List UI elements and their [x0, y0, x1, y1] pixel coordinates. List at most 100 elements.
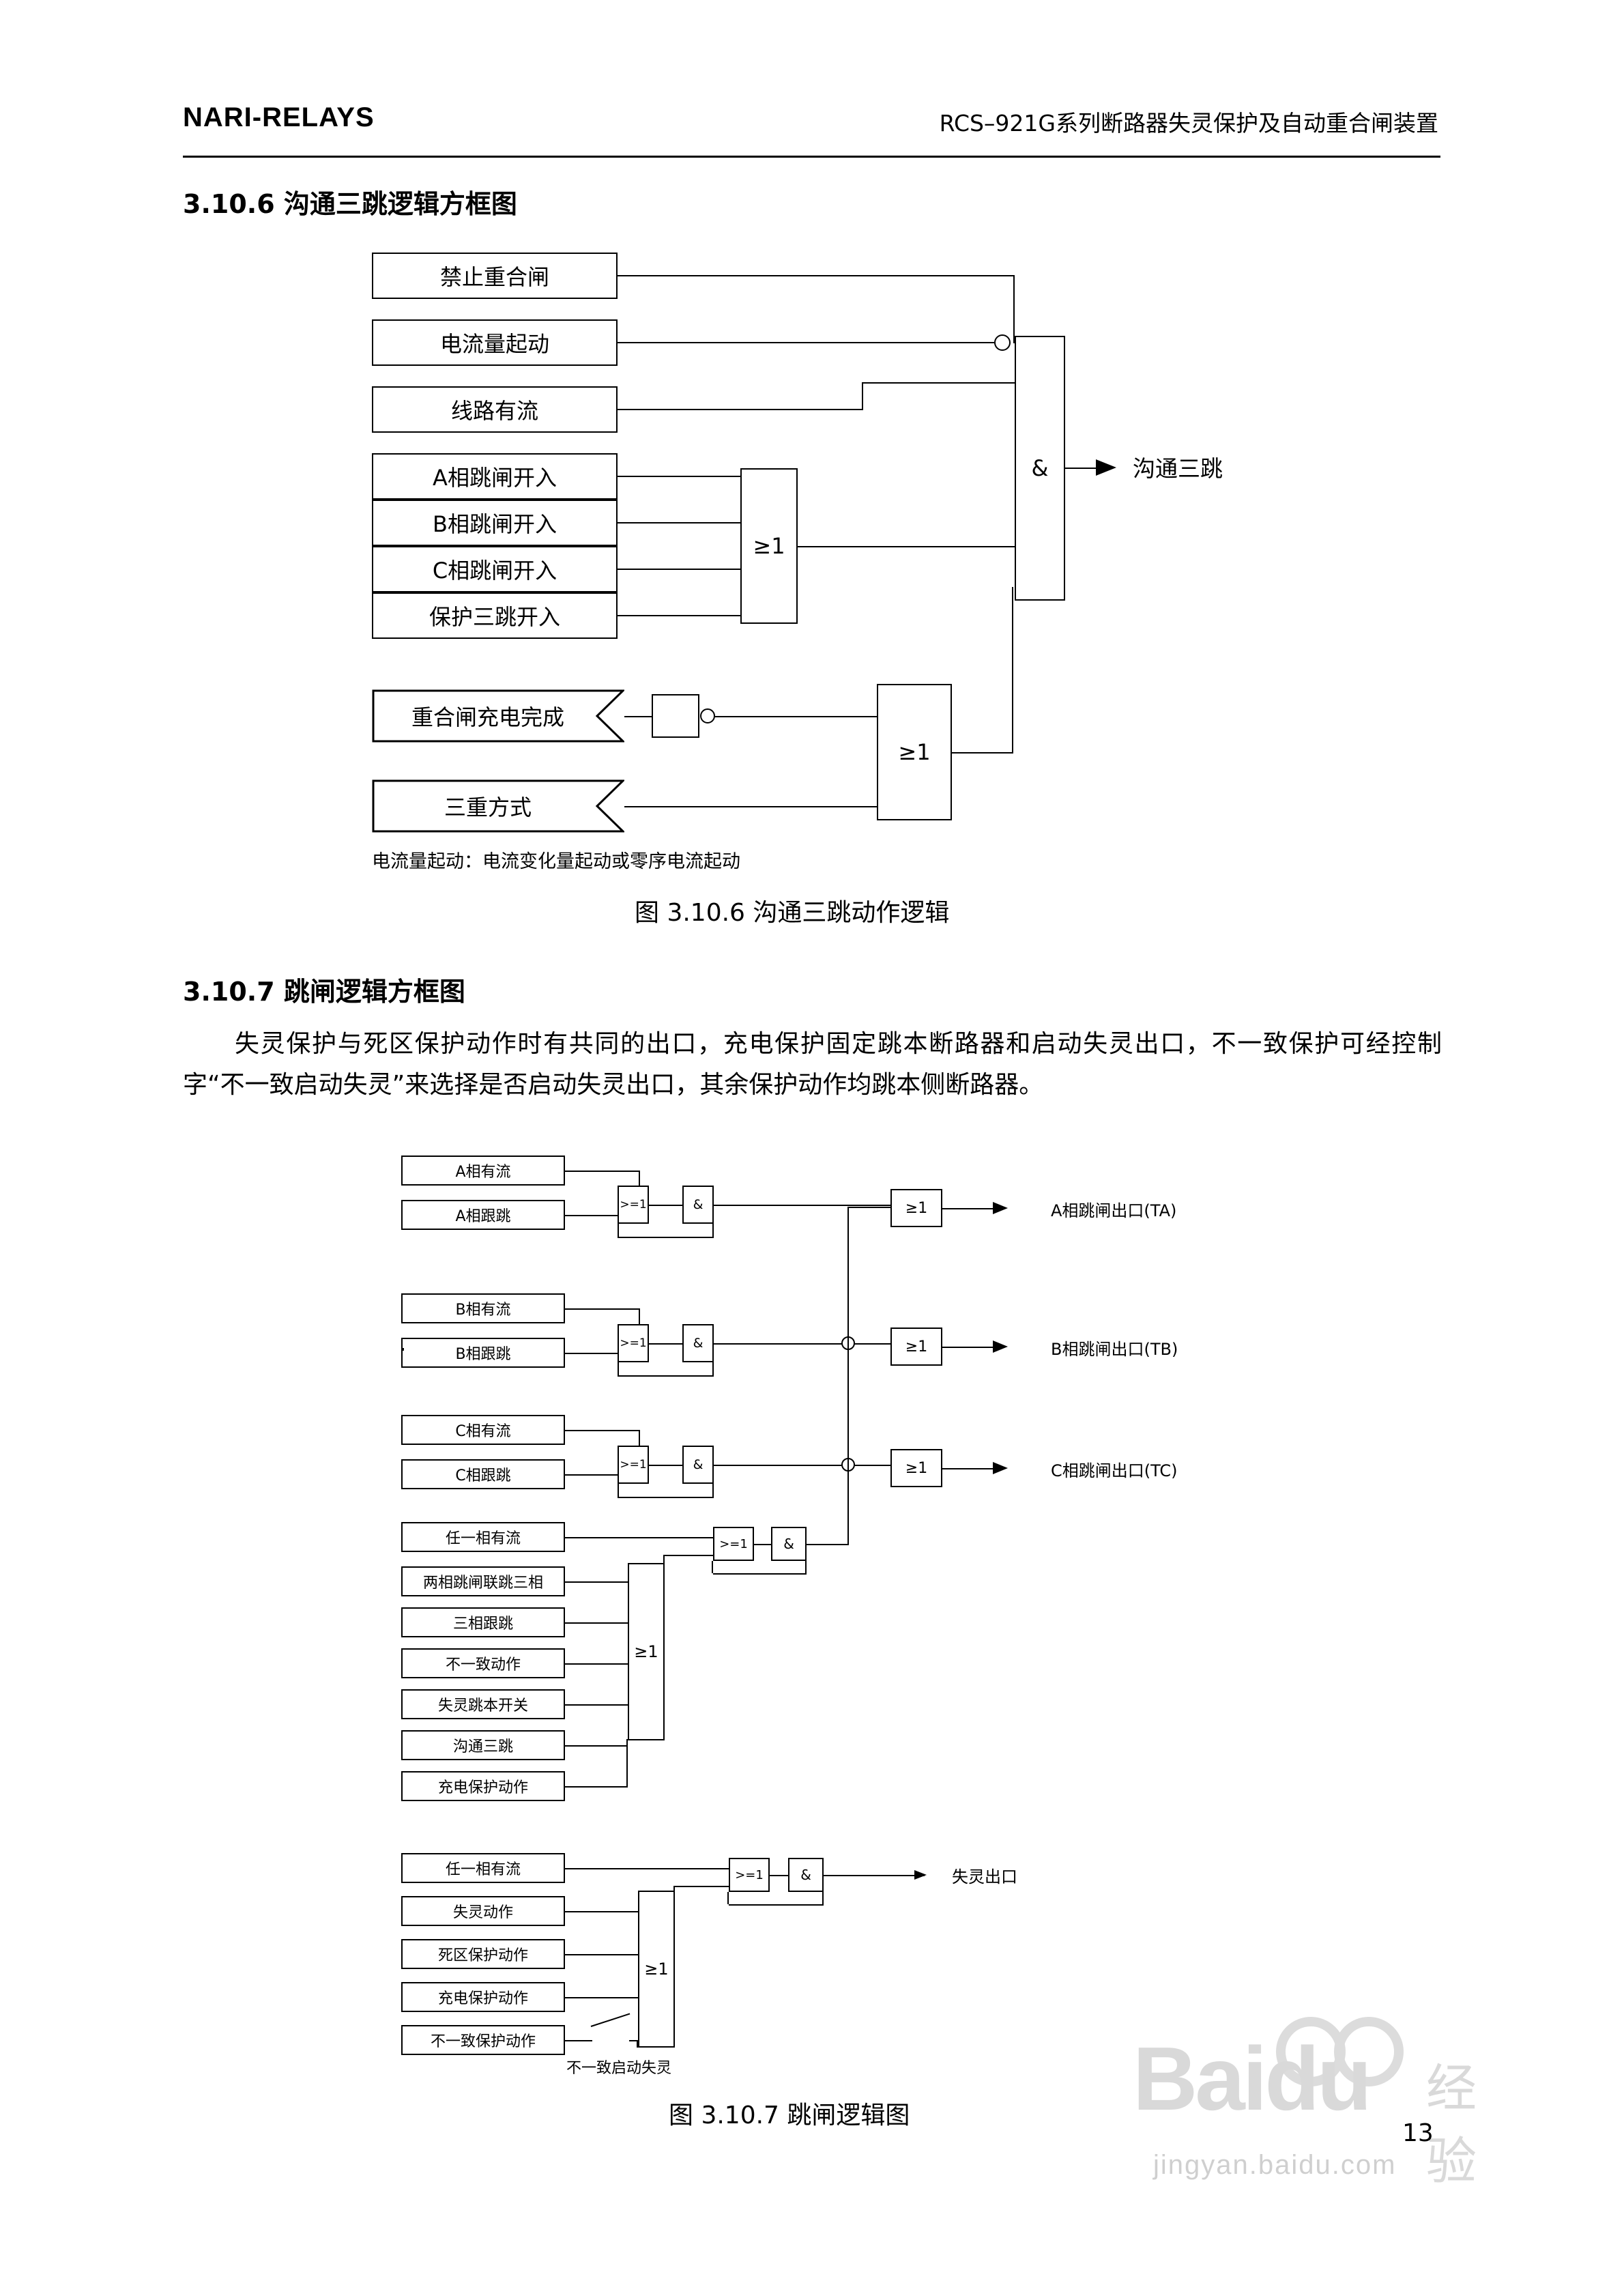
wire-line-current-top — [862, 382, 1015, 384]
wire-bus-to-a — [847, 1207, 892, 1208]
w4-bigor-out-v — [673, 1886, 675, 1969]
output-label-a: A相跳闸出口(TA) — [1051, 1201, 1177, 1220]
wire-a-follow — [565, 1215, 618, 1216]
wire-c-current-v — [639, 1430, 640, 1446]
wire-b-bottom — [618, 1375, 714, 1377]
input-box-protection-three-trip: 保护三跳开入 — [372, 592, 618, 639]
wire-recharge-to-not — [624, 716, 652, 717]
w3-top — [565, 1537, 713, 1538]
wire-c-bottom-r — [712, 1484, 714, 1497]
input-box-a-follow-trip: A相跟跳 — [401, 1200, 565, 1230]
w4-and-bottom — [729, 1904, 824, 1906]
w4-top — [565, 1868, 729, 1869]
wire-b-or — [618, 522, 740, 523]
header-rule — [183, 156, 1440, 158]
w3-and-bottom-l — [712, 1561, 713, 1573]
w3-bigor-to-or — [665, 1555, 713, 1556]
output-arrow-c — [993, 1462, 1008, 1474]
input-box-b-follow-trip: B相跟跳 — [401, 1338, 565, 1368]
output-label-c: C相跳闸出口(TC) — [1051, 1461, 1178, 1480]
or-gate-a-small: >=1 — [618, 1186, 649, 1224]
or-gate-1: ≥1 — [740, 468, 798, 624]
wire-c-bottom — [618, 1497, 714, 1498]
w3-3 — [565, 1663, 628, 1665]
or-gate-2: ≥1 — [877, 684, 952, 820]
input-label-three-phase-mode: 三重方式 — [444, 794, 532, 820]
and-gate-block3-small: & — [771, 1527, 807, 1561]
input-box-inconsistent-protection: 不一致保护动作 — [401, 2025, 565, 2055]
wire-or2-up — [1012, 587, 1013, 752]
w4-and-bottom-r — [822, 1892, 824, 1904]
wire-b-current — [565, 1308, 640, 1310]
or-gate-c-out: ≥1 — [890, 1449, 942, 1487]
switch-contact-inconsistent — [590, 2013, 630, 2027]
wire-a-current-v — [639, 1171, 640, 1186]
watermark-cn: 经验 — [1426, 2059, 1477, 2191]
wire-common-bus — [847, 1208, 849, 1481]
input-box-any-phase-current-2: 任一相有流 — [401, 1853, 565, 1883]
watermark-brand: Baidu — [1133, 2028, 1372, 2129]
brand-name: NARI-RELAYS — [183, 102, 375, 132]
wire-line-current — [618, 409, 863, 410]
w4-2 — [565, 1911, 638, 1912]
watermark-circle-2 — [1334, 2017, 1404, 2086]
output-arrow-a — [993, 1202, 1008, 1214]
w3-and-bottom — [713, 1573, 807, 1575]
input-box-three-phase-mode: 三重方式 — [372, 779, 624, 833]
caption-3-10-7: 图 3.10.7 跳闸逻辑图 — [669, 2101, 910, 2129]
input-box-recharge-complete: 重合闸充电完成 — [372, 689, 624, 743]
w3-5 — [565, 1745, 628, 1747]
w4-bigor-to-or — [675, 1886, 729, 1887]
input-box-a-current: A相有流 — [401, 1156, 565, 1186]
or-gate-block4: ≥1 — [638, 1891, 675, 2048]
wire-a-current — [565, 1171, 640, 1172]
page-number: 13 — [1402, 2119, 1434, 2147]
invert-bubble-not — [700, 708, 715, 723]
input-label-recharge-complete: 重合闸充电完成 — [411, 704, 564, 730]
output-label-fail: 失灵出口 — [952, 1867, 1017, 1886]
or-gate-block3: ≥1 — [628, 1563, 665, 1740]
wire-b-or-to-and — [649, 1343, 682, 1345]
wire-or1-to-and — [798, 546, 1015, 547]
wire-threemode-to-or2 — [624, 806, 877, 807]
wire-c-or — [618, 569, 740, 570]
wire-prohibit-vert — [1013, 275, 1015, 343]
wire-c-follow — [565, 1474, 618, 1476]
wire-a-or-to-and — [649, 1205, 682, 1206]
and-gate-a-small: & — [682, 1186, 714, 1224]
wire-line-current-vert — [862, 382, 863, 409]
w4-or-and — [770, 1875, 788, 1876]
wire-b-current-v — [639, 1308, 640, 1324]
paragraph-3-10-7: 失灵保护与死区保护动作时有共同的出口，充电保护固定跳本断路器和启动失灵出口，不一… — [183, 1030, 1442, 1099]
wire-c-out — [942, 1468, 1002, 1469]
wire-c-and-out — [714, 1465, 890, 1466]
spacer-c2 — [401, 1348, 404, 1351]
not-gate-box — [652, 694, 699, 738]
input-box-inconsistent-action: 不一致动作 — [401, 1648, 565, 1678]
input-box-two-phase-link-three: 两相跳闸联跳三相 — [401, 1566, 565, 1596]
wire-c-or-to-and — [649, 1465, 682, 1466]
or-gate-a-out: ≥1 — [890, 1189, 942, 1227]
invert-bubble-and — [994, 334, 1011, 351]
watermark-circle-1 — [1276, 2017, 1346, 2086]
wire-3trip-or — [618, 615, 740, 616]
input-box-prohibit-reclose: 禁止重合闸 — [372, 253, 618, 299]
w3-4 — [565, 1704, 628, 1706]
input-box-breaker-fail-action: 失灵动作 — [401, 1896, 565, 1926]
input-box-current-start: 电流量起动 — [372, 319, 618, 366]
or-gate-b-small: >=1 — [618, 1324, 649, 1362]
w3-bigor-out-v — [663, 1555, 665, 1652]
w4-4 — [565, 1997, 638, 1998]
caption-3-10-6: 图 3.10.6 沟通三跳动作逻辑 — [635, 899, 950, 927]
w3-1 — [565, 1581, 628, 1583]
w4-5a — [565, 2040, 592, 2041]
input-box-b-current: B相有流 — [401, 1293, 565, 1323]
input-box-goutong-santiao: 沟通三跳 — [401, 1730, 565, 1760]
wire-c-current — [565, 1430, 640, 1431]
and-gate: & — [1015, 336, 1065, 601]
and-gate-c-small: & — [682, 1446, 714, 1484]
w4-5c — [637, 2040, 638, 2048]
wire-a-out — [942, 1208, 1002, 1209]
w3-or-and — [754, 1544, 771, 1545]
